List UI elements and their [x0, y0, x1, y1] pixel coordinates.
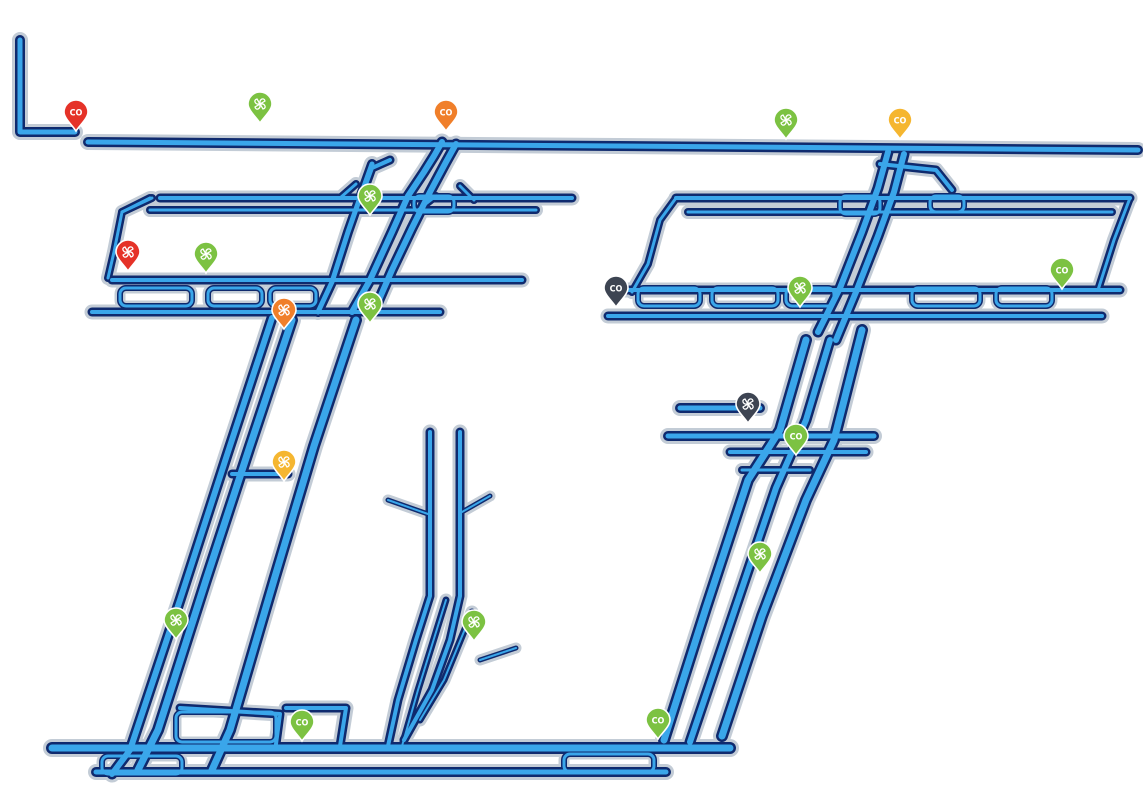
co-label: CO	[70, 109, 83, 119]
co-label: CO	[1056, 267, 1069, 277]
co-sensor-marker[interactable]: CO	[604, 276, 628, 307]
fan-marker[interactable]	[194, 242, 218, 273]
left-pillar-1-edge	[120, 288, 192, 306]
co-label: CO	[790, 433, 803, 443]
co-sensor-marker[interactable]: CO	[290, 710, 314, 741]
co-label: CO	[894, 117, 907, 127]
co-label: CO	[440, 109, 453, 119]
tunnel-network	[20, 40, 1138, 774]
co-sensor-marker[interactable]: CO	[888, 108, 912, 139]
bottom-block-c-edge	[564, 754, 654, 772]
co-label: CO	[610, 285, 623, 295]
sensor-markers: CO CO CO CO CO CO CO CO	[64, 92, 1074, 741]
fan-marker[interactable]	[736, 392, 760, 423]
fan-marker[interactable]	[116, 240, 140, 271]
fan-marker[interactable]	[774, 108, 798, 139]
fan-marker[interactable]	[248, 92, 272, 123]
co-sensor-marker[interactable]: CO	[434, 100, 458, 131]
left-pillar-2-edge	[208, 288, 262, 306]
co-label: CO	[652, 717, 665, 727]
co-label: CO	[296, 719, 309, 729]
